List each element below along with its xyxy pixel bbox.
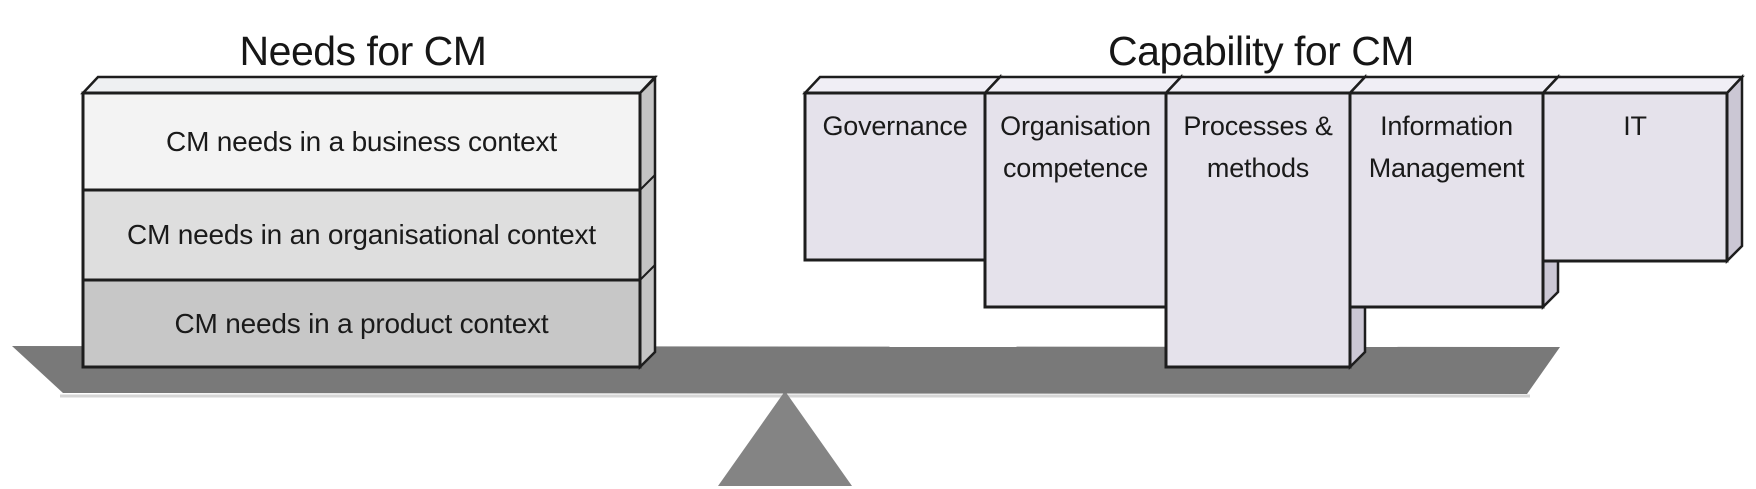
capability-label-it: IT [1543, 93, 1727, 147]
label-line-2: methods [1206, 153, 1310, 183]
needs-box-product-label: CM needs in a product context [174, 307, 549, 339]
label-line-2: competence [1002, 153, 1149, 183]
needs-box-organisational-face [81, 188, 642, 282]
it-side-face [1725, 73, 1744, 265]
capability-box-information-management [1347, 73, 1561, 311]
capability-label-information-management: Information Management [1350, 93, 1543, 189]
capability-box-it [1540, 73, 1745, 265]
needs-box-business-face [81, 91, 642, 192]
organisation-top-face [982, 75, 1184, 95]
fulcrum-triangle [718, 391, 852, 486]
label-line-1: Information [1380, 111, 1513, 141]
information-front-face [1348, 91, 1545, 309]
information-top-face [1347, 75, 1561, 95]
needs-box-organisational-label: CM needs in an organisational context [127, 219, 596, 250]
needs-side-seam-2 [639, 264, 656, 281]
it-top-face [1540, 75, 1745, 95]
needs-side-seam-1 [639, 174, 656, 191]
governance-front-face [803, 91, 987, 262]
capability-title: Capability for CM [1108, 28, 1414, 74]
needs-title: Needs for CM [239, 28, 487, 74]
capability-label-organisation-competence: Organisation competence [985, 93, 1166, 189]
organisation-front-face [983, 91, 1168, 309]
governance-top-face [802, 75, 1003, 95]
needs-box-business-label: CM needs in a business context [166, 125, 557, 157]
label-line-1: Governance [822, 111, 968, 141]
capability-label-processes-methods: Processes & methods [1166, 93, 1350, 189]
it-front-face [1541, 91, 1729, 263]
label-line-1: Processes & [1183, 111, 1333, 141]
capability-label-governance: Governance [805, 93, 985, 147]
processes-top-face [1163, 75, 1368, 95]
label-line-1: Organisation [1000, 111, 1151, 141]
boxes-group [80, 73, 1745, 371]
capability-box-organisation-competence [982, 73, 1184, 311]
needs-box-product-face [81, 278, 642, 369]
needs-stack [80, 74, 658, 371]
label-line-2: Management [1368, 153, 1525, 183]
needs-stack-side-face [638, 74, 657, 371]
needs-stack-top-face [80, 75, 658, 95]
label-line-1: IT [1623, 111, 1647, 141]
processes-front-face [1164, 91, 1352, 369]
